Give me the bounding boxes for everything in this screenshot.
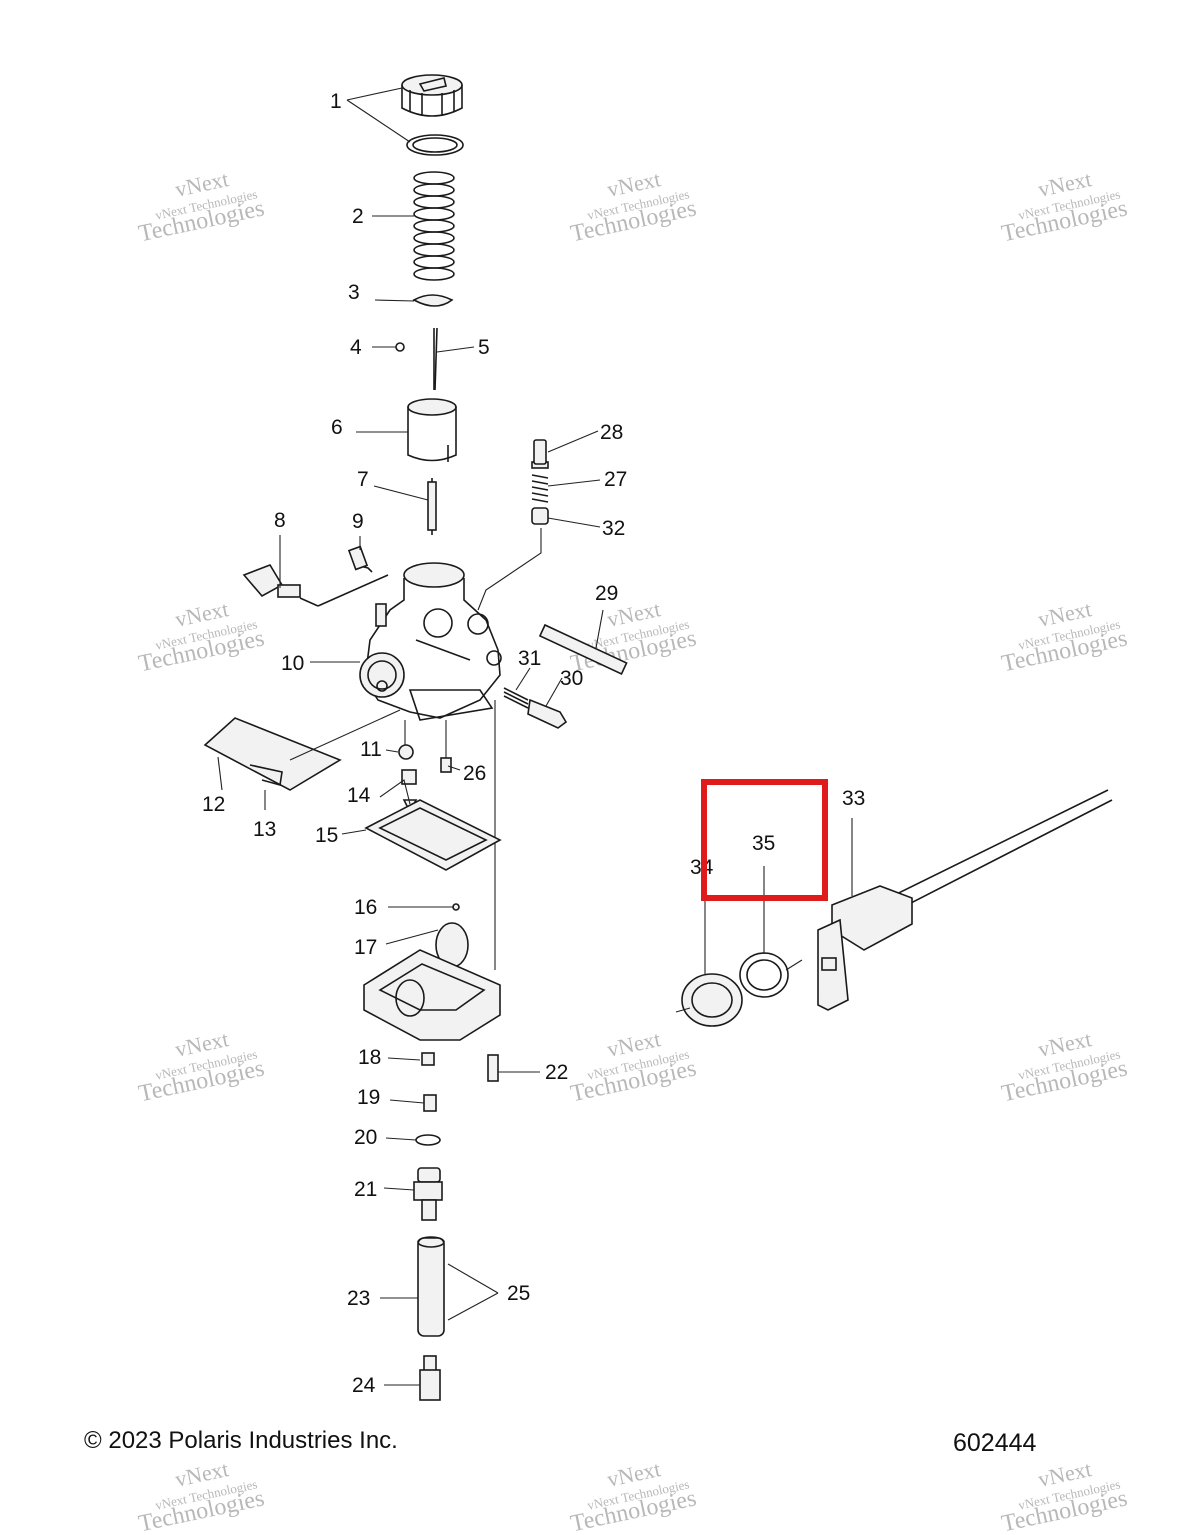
callout-12: 12: [202, 793, 225, 816]
callout-29: 29: [595, 582, 618, 605]
callout-10: 10: [281, 652, 304, 675]
watermark: vNext vNext Technologies Technologies: [136, 1026, 266, 1107]
watermark: vNext vNext Technologies Technologies: [568, 1456, 698, 1535]
watermark: vNext vNext Technologies Technologies: [568, 166, 698, 247]
spring: [413, 171, 455, 281]
callout-28: 28: [600, 421, 623, 444]
callout-27: 27: [604, 468, 627, 491]
callout-30: 30: [560, 667, 583, 690]
bracket-plate: [203, 709, 401, 791]
callout-6: 6: [331, 416, 343, 439]
callout-25: 25: [507, 1282, 530, 1305]
callout-2: 2: [352, 205, 364, 228]
callout-4: 4: [350, 336, 362, 359]
callout-35: 35: [752, 832, 775, 855]
callout-31: 31: [518, 647, 541, 670]
callout-9: 9: [352, 510, 364, 533]
callout-21: 21: [354, 1178, 377, 1201]
callout-3: 3: [348, 281, 360, 304]
watermarks: vNext vNext Technologies Technologies vN…: [136, 166, 1129, 1535]
watermark: vNext vNext Technologies Technologies: [999, 1456, 1129, 1535]
callout-1: 1: [330, 90, 342, 113]
watermark: vNext vNext Technologies Technologies: [999, 1026, 1129, 1107]
callout-24: 24: [352, 1374, 376, 1397]
callout-labels: 1 2 3 4 5 6 7 8 9 10 11 12 13 14 15 16 1…: [202, 90, 865, 1397]
callout-14: 14: [347, 784, 371, 807]
callout-16: 16: [354, 896, 377, 919]
callout-23: 23: [347, 1287, 370, 1310]
callout-17: 17: [354, 936, 377, 959]
watermark: vNext vNext Technologies Technologies: [568, 1026, 698, 1107]
watermark: vNext vNext Technologies Technologies: [136, 1456, 266, 1535]
drawing-number: 602444: [953, 1429, 1037, 1457]
callout-11: 11: [360, 738, 382, 761]
watermark: vNext vNext Technologies Technologies: [136, 596, 266, 677]
watermark: vNext vNext Technologies Technologies: [999, 166, 1129, 247]
float-bowl-parts: [363, 744, 502, 1401]
callout-7: 7: [357, 468, 369, 491]
callout-26: 26: [463, 762, 486, 785]
callout-5: 5: [478, 336, 490, 359]
leader-lines: [217, 87, 853, 1386]
callout-19: 19: [357, 1086, 380, 1109]
callout-8: 8: [274, 509, 286, 532]
cap-assembly: [401, 74, 464, 156]
callout-20: 20: [354, 1126, 377, 1149]
callout-18: 18: [358, 1046, 381, 1069]
callout-13: 13: [253, 818, 276, 841]
choke-cable-assembly: [675, 789, 1113, 1027]
idle-screw-parts: [404, 439, 628, 970]
callout-32: 32: [602, 517, 625, 540]
needle-parts: [395, 294, 454, 391]
watermark: vNext vNext Technologies Technologies: [999, 596, 1129, 677]
callout-15: 15: [315, 824, 338, 847]
slide: [407, 398, 457, 462]
callout-22: 22: [545, 1061, 568, 1084]
watermark: vNext vNext Technologies Technologies: [568, 596, 698, 677]
carburetor-body: [242, 478, 502, 721]
watermark: vNext vNext Technologies Technologies: [136, 166, 266, 247]
callout-33: 33: [842, 787, 865, 810]
copyright-text: © 2023 Polaris Industries Inc.: [84, 1427, 398, 1454]
highlight-box: [701, 779, 828, 901]
